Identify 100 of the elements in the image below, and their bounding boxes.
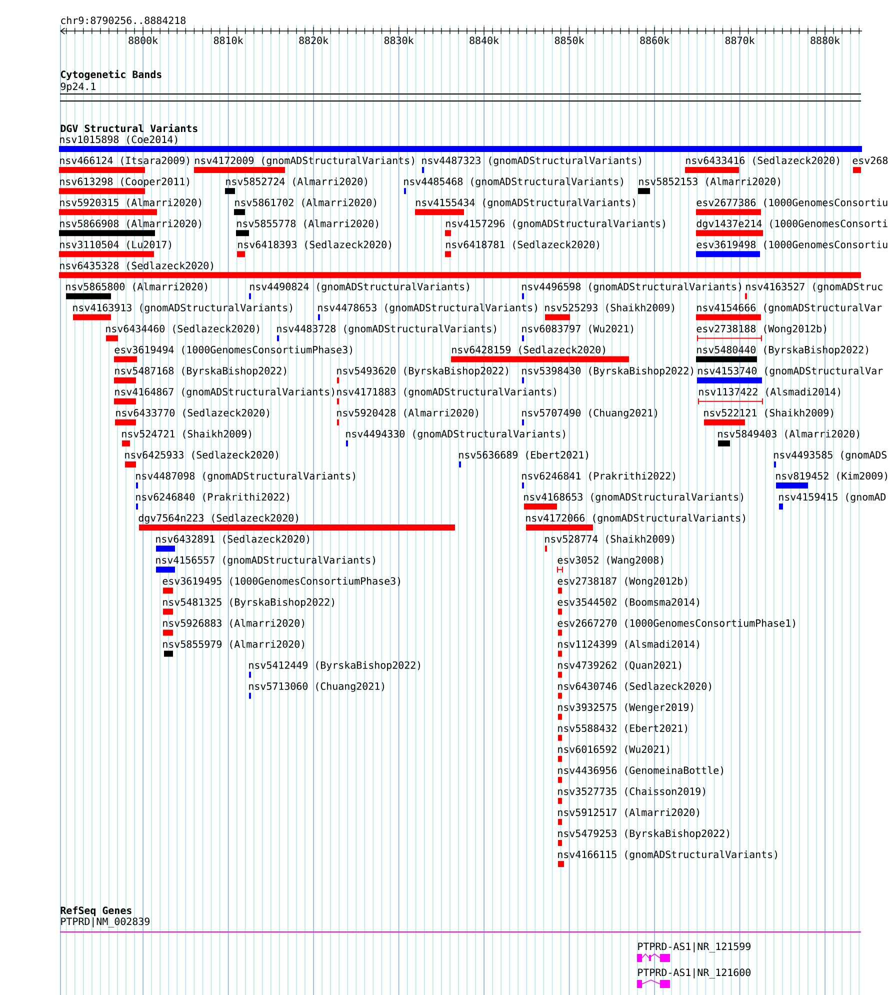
node-label: esv2738187 (Wong2012b) (558, 577, 688, 587)
variant-feature: nsv5398430 (ByrskaBishop2022) (522, 366, 694, 384)
variant-feature: nsv4168653 (gnomADStructuralVariants) (524, 492, 744, 510)
variant-feature: nsv5481325 (ByrskaBishop2022) (163, 598, 334, 615)
variant-feature: nsv4494330 (gnomADStructuralVariants) (346, 430, 566, 446)
variant-feature: nsv5855778 (Almarri2020) (236, 220, 378, 236)
node-label: nsv5412449 (ByrskaBishop2022) (249, 661, 420, 671)
node-label: nsv4171883 (gnomADStructuralVariants) (337, 388, 556, 398)
node-label: nsv5866908 (Almarri2020) (60, 220, 202, 228)
variant-feature: nsv1124399 (Alsmadi2014) (558, 640, 700, 657)
variant-feature: esv3619494 (1000GenomesConsortiumPhase3) (114, 346, 352, 362)
variant-feature: nsv5926883 (Almarri2020) (163, 619, 304, 636)
variant-feature: nsv5920428 (Almarri2020) (337, 408, 478, 426)
variant-feature: nsv4436956 (GenomeinaBottle) (558, 766, 724, 783)
node-label: esv2667270 (1000GenomesConsortiumPhase1) (558, 619, 796, 628)
variant-feature: esv2667270 (1000GenomesConsortiumPhase1) (558, 619, 796, 636)
variant-feature: nsv5412449 (ByrskaBishop2022) (249, 661, 420, 678)
node-label: nsv5912517 (Almarri2020) (558, 808, 700, 818)
node-label: nsv6433770 (Sedlazeck2020) (116, 408, 270, 418)
node-label: nsv5481325 (ByrskaBishop2022) (163, 598, 334, 608)
node-label: nsv466124 (Itsara2009) (60, 156, 190, 166)
variant-feature: nsv5480440 (ByrskaBishop2022) (696, 346, 868, 362)
node-label: nsv6083797 (Wu2021) (522, 324, 634, 334)
node-label: nsv5861702 (Almarri2020) (235, 198, 376, 208)
variant-feature: nsv6428159 (Sedlazeck2020) (451, 346, 629, 362)
variant-feature: esv2738187 (Wong2012b) (558, 577, 688, 594)
node-label: nsv5487168 (ByrskaBishop2022) (115, 366, 286, 376)
node-label: nsv4436956 (GenomeinaBottle) (558, 766, 724, 776)
variant-feature: nsv4172009 (gnomADStructuralVariants) (194, 156, 414, 174)
node-label: esv3619494 (1000GenomesConsortiumPhase3) (114, 346, 352, 355)
variant-feature: nsv1137422 (Alsmadi2014) (698, 388, 840, 405)
variant-feature: nsv4487098 (gnomADStructuralVariants) (136, 472, 356, 488)
variant-feature: nsv5479253 (ByrskaBishop2022) (558, 829, 730, 846)
variant-feature: nsv4166115 (gnomADStructuralVariants) (558, 850, 778, 868)
node-label: nsv3110504 (Lu2017) (60, 240, 172, 250)
node-label: PTPRD-AS1|NR_121599 (638, 942, 750, 952)
node-label: nsv3932575 (Wenger2019) (558, 703, 694, 713)
node-label: nsv5865800 (Almarri2020) (66, 282, 208, 292)
node-label: nsv4159415 (gnomAD (779, 492, 886, 503)
variant-feature: nsv524721 (Shaikh2009) (122, 430, 252, 446)
variant-feature: nsv528774 (Shaikh2009) (545, 535, 674, 552)
variant-feature: nsv6246841 (Prakrithi2022) (522, 472, 676, 488)
tick-label: 8870k (725, 36, 755, 44)
variant-feature: nsv6083797 (Wu2021) (522, 324, 634, 342)
node-label: esv268 (852, 156, 888, 164)
node-label: PTPRD-AS1|NR_121600 (638, 968, 751, 978)
node-label: nsv5855778 (Almarri2020) (237, 220, 378, 228)
variant-feature: nsv6433770 (Sedlazeck2020) (115, 408, 270, 426)
variant-feature: nsv5487168 (ByrskaBishop2022) (114, 366, 286, 384)
node-label: nsv525293 (Shaikh2009) (545, 304, 674, 313)
variant-feature: esv3619498 (1000GenomesConsortiu (696, 240, 888, 258)
transcript-feature: PTPRD-AS1|NR_121599 (637, 942, 750, 962)
node-label: nsv5852153 (Almarri2020) (639, 177, 780, 186)
node-label: dgv1437e214 (1000GenomesConsorti (696, 220, 888, 230)
tick-label: 8810k (214, 36, 244, 44)
variant-feature: nsv4155434 (gnomADStructuralVariants) (415, 198, 636, 216)
variant-feature: nsv4172066 (gnomADStructuralVariants) (526, 514, 746, 531)
node-label: nsv5849403 (Almarri2020) (718, 430, 860, 439)
track-heading: DGV Structural Variants (60, 124, 198, 132)
variant-feature: nsv5865800 (Almarri2020) (66, 282, 208, 300)
variant-feature: nsv4171883 (gnomADStructuralVariants) (337, 388, 556, 404)
node-label: nsv5588432 (Ebert2021) (558, 724, 688, 734)
variant-feature: dgv1437e214 (1000GenomesConsorti (696, 220, 888, 236)
variant-feature: nsv4159415 (gnomAD (779, 492, 886, 510)
node-label: nsv819452 (Kim2009) (776, 472, 888, 481)
variant-feature: nsv5855979 (Almarri2020) (163, 640, 304, 657)
node-label: nsv4168653 (gnomADStructuralVariants) (524, 492, 744, 503)
variant-feature: nsv5912517 (Almarri2020) (558, 808, 700, 825)
node-label: nsv4155434 (gnomADStructuralVariants) (416, 198, 636, 208)
tick-label: 8830k (384, 36, 414, 44)
node-label: nsv4154666 (gnomADStructuralVar (697, 304, 882, 314)
node-label: nsv6418781 (Sedlazeck2020) (446, 240, 600, 250)
node-label: esv3619495 (1000GenomesConsortiumPhase3) (162, 577, 400, 586)
gene-feature: PTPRD|NM_002839 (60, 917, 862, 932)
variant-feature: nsv6434460 (Sedlazeck2020) (106, 324, 260, 342)
variant-feature: nsv6418781 (Sedlazeck2020) (445, 240, 600, 258)
node-label: esv3544502 (Boomsma2014) (558, 598, 700, 607)
variant-feature: nsv5636689 (Ebert2021) (459, 450, 588, 468)
variant-feature: esv268 (852, 156, 888, 174)
node-label: nsv6418393 (Sedlazeck2020) (238, 240, 392, 250)
node-label: nsv4164867 (gnomADStructuralVariants) (115, 388, 334, 398)
variant-feature: nsv4487323 (gnomADStructuralVariants) (422, 156, 642, 174)
variant-feature: nsv6425933 (Sedlazeck2020) (125, 450, 278, 468)
node-label: nsv5479253 (ByrskaBishop2022) (558, 829, 730, 840)
variant-feature: nsv4493585 (gnomADS (774, 450, 886, 468)
variant-feature: dgv7564n223 (Sedlazeck2020) (138, 514, 455, 531)
cytoband: 9p24.1 (60, 82, 862, 102)
variant-feature: nsv4153740 (gnomADStructuralVar (697, 366, 883, 384)
node-label: nsv4493585 (gnomADS (774, 450, 886, 461)
node-label: nsv5852724 (Almarri2020) (226, 177, 368, 186)
node-label: nsv6435328 (Sedlazeck2020) (60, 262, 214, 270)
node-label: nsv5636689 (Ebert2021) (459, 450, 588, 460)
variant-feature: nsv5866908 (Almarri2020) (59, 220, 202, 236)
node-label: nsv5398430 (ByrskaBishop2022) (522, 366, 694, 376)
node-label: nsv1015898 (Coe2014) (60, 135, 178, 144)
variant-feature: nsv5707490 (Chuang2021) (522, 408, 658, 426)
node-label: nsv5920315 (Almarri2020) (60, 198, 202, 208)
variant-feature: nsv6432891 (Sedlazeck2020) (156, 534, 310, 552)
variant-feature: nsv4478653 (gnomADStructuralVariants) (318, 304, 538, 320)
node-label: nsv5855979 (Almarri2020) (163, 640, 304, 650)
